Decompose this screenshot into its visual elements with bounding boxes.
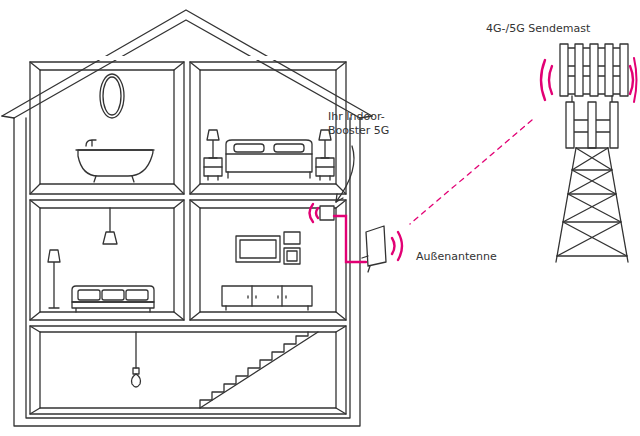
callout-label: 4G-/5G Sendemast <box>486 22 590 36</box>
callout-label: Außenantenne <box>416 250 497 264</box>
callout-label: Ihr Indoor- Booster 5G <box>328 110 400 138</box>
